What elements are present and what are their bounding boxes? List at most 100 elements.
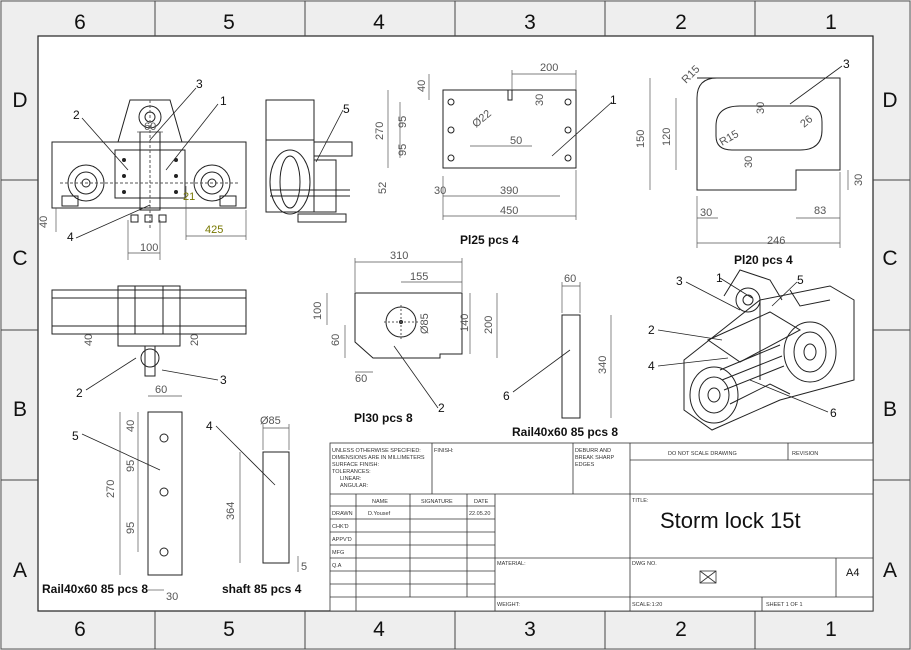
pl20-leader (789, 65, 843, 105)
zone-top-2: 2 (675, 11, 687, 34)
tb-finish: FINISH: (434, 448, 454, 454)
dim-pl20-246: 246 (767, 235, 785, 247)
dim-rail-b-60: 60 (155, 384, 167, 396)
zone-labels: 6 5 4 3 2 1 6 5 4 3 2 1 D C B A D C B A (12, 11, 897, 641)
dim-front-40: 40 (38, 216, 50, 228)
zone-left-b: B (13, 398, 27, 421)
rail-b-dim-lines (119, 395, 182, 591)
dim-pl25-50: 50 (510, 135, 522, 147)
zone-bottom-5: 5 (223, 618, 235, 641)
dim-pl25-40: 40 (416, 80, 428, 92)
dim-pl20-120: 120 (661, 128, 673, 146)
bottom-view-balloons: 2 3 (76, 373, 227, 400)
dim-pl25-450: 450 (500, 205, 518, 217)
dim-pl30-200: 200 (483, 316, 495, 334)
shaft-dim-lines (239, 424, 299, 572)
balloon-iso-4: 4 (648, 359, 655, 373)
zone-bottom-1: 1 (825, 618, 837, 641)
tb-material-label: MATERIAL: (497, 561, 526, 567)
pl30-leader (393, 345, 439, 409)
tb-header-name: NAME (372, 499, 388, 505)
shaft-dims: Ø85 364 5 (225, 415, 307, 573)
tb-header-date: DATE (474, 499, 489, 505)
balloon-rail-a-6: 6 (503, 389, 510, 403)
tb-note-3: TOLERANCES: (332, 469, 371, 475)
zone-bottom-4: 4 (373, 618, 385, 641)
zone-right-d: D (882, 89, 897, 112)
title-block-notes: UNLESS OTHERWISE SPECIFIED: DIMENSIONS A… (332, 448, 818, 608)
dim-pl30-d85: Ø85 (419, 313, 431, 334)
dim-pl20-30d: 30 (853, 174, 865, 186)
dim-pl30-60b: 60 (355, 373, 367, 385)
dim-bottom-20: 20 (189, 334, 201, 346)
tb-note-5: ANGULAR: (340, 483, 369, 489)
tb-weight-label: WEIGHT: (497, 602, 520, 608)
bottom-view-leaders (85, 357, 219, 391)
dim-shaft-364: 364 (225, 502, 237, 520)
shaft-part (262, 451, 290, 564)
zone-right-b: B (883, 398, 897, 421)
side-view-leader (315, 109, 344, 163)
side-view (265, 99, 353, 223)
pl25-leader (551, 101, 613, 157)
pl30-plate (354, 292, 463, 359)
tb-note-4: LINEAR: (340, 476, 362, 482)
tb-dwg-no-label: DWG NO. (632, 561, 657, 567)
dim-pl25-30b: 30 (434, 185, 446, 197)
tb-drawn-date: 22.05.20 (469, 511, 490, 517)
balloon-bottom-2: 2 (76, 386, 83, 400)
rail-b-label: Rail40x60 85 pcs 8 (42, 582, 148, 596)
dim-pl30-155: 155 (410, 271, 428, 283)
rail-b-leader (81, 433, 161, 471)
dim-pl25-52: 52 (377, 182, 389, 194)
dim-pl30-60a: 60 (330, 334, 342, 346)
dim-front-425: 425 (205, 224, 223, 236)
balloon-iso-5: 5 (797, 273, 804, 287)
zone-top-5: 5 (223, 11, 235, 34)
balloon-iso-1: 1 (716, 271, 723, 285)
rail-a-leader (512, 349, 571, 393)
tb-row-chkd: CHK'D (332, 524, 349, 530)
zone-right-c: C (882, 247, 897, 270)
tb-sheet-label: SHEET 1 OF 1 (766, 602, 803, 608)
dim-front-21: 21 (183, 191, 195, 203)
zone-bottom-2: 2 (675, 618, 687, 641)
zone-top-6: 6 (74, 11, 86, 34)
dim-rail-b-30: 30 (166, 591, 178, 603)
drawing-title: Storm lock 15t (660, 508, 801, 533)
tb-drawn-name: D.Yousef (368, 511, 391, 517)
zone-top-1: 1 (825, 11, 837, 34)
zone-left-a: A (13, 559, 27, 582)
balloon-front-1: 1 (220, 94, 227, 108)
tb-row-drawn: DRAWN (332, 511, 353, 517)
balloon-pl25-1: 1 (610, 93, 617, 107)
pl30-dims: 310 155 100 60 Ø85 140 200 60 (312, 250, 495, 385)
pl30-dim-lines (326, 258, 498, 373)
rail-a-part (561, 314, 581, 419)
dim-rail-b-40: 40 (125, 420, 137, 432)
front-view (51, 99, 247, 260)
dim-pl30-140: 140 (459, 314, 471, 332)
tb-revision: REVISION (792, 451, 818, 457)
shaft-label: shaft 85 pcs 4 (222, 582, 302, 596)
balloon-front-4: 4 (67, 230, 74, 244)
balloon-rail-b-5: 5 (72, 429, 79, 443)
tb-deburr-1: BREAK SHARP (575, 455, 614, 461)
pl25-label: Pl25 pcs 4 (460, 233, 519, 247)
bottom-view (51, 285, 247, 377)
zone-bottom-6: 6 (74, 618, 86, 641)
zone-right-a: A (883, 559, 897, 582)
tb-deburr-2: EDGES (575, 462, 595, 468)
tb-row-qa: Q.A (332, 563, 342, 569)
front-view-leaders (75, 87, 219, 239)
bottom-view-dims: 40 20 (83, 334, 201, 346)
tb-deburr-0: DEBURR AND (575, 448, 611, 454)
dim-pl20-150: 150 (635, 130, 647, 148)
pl25-dim-lines (387, 70, 577, 220)
dim-pl20-83: 83 (814, 205, 826, 217)
balloon-front-2: 2 (73, 108, 80, 122)
isometric-balloons: 3 1 5 2 4 6 (648, 271, 837, 420)
dim-bottom-40: 40 (83, 334, 95, 346)
front-view-dims: 60 425 100 40 21 (38, 121, 223, 254)
